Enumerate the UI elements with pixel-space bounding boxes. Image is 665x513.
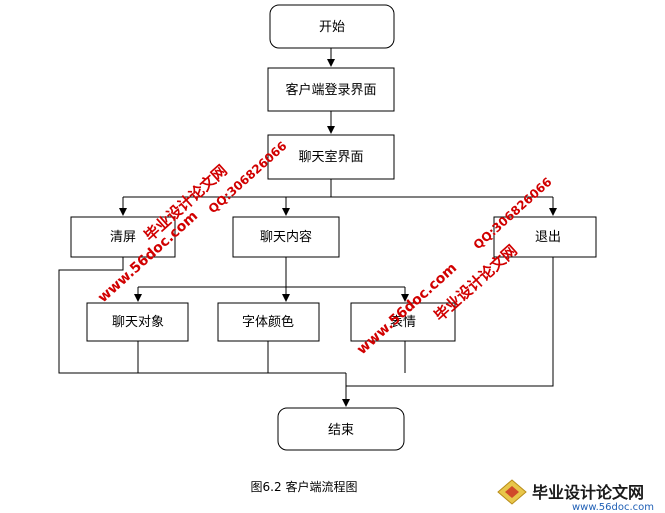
node-exit: 退出 [493, 216, 597, 258]
line-clear-return [58, 257, 346, 374]
node-login-label: 客户端登录界面 [285, 82, 376, 98]
node-chatroom: 聊天室界面 [267, 134, 395, 180]
node-clear-label: 清屏 [110, 230, 136, 245]
node-start: 开始 [269, 4, 395, 49]
node-emoji-label: 表情 [390, 315, 416, 330]
node-content-label: 聊天内容 [260, 229, 312, 245]
node-content: 聊天内容 [232, 216, 340, 258]
node-end-label: 结束 [328, 423, 354, 438]
node-chatroom-label: 聊天室界面 [298, 149, 363, 165]
site-logo: 毕业设计论文网 www.56doc.com [497, 479, 654, 513]
node-login: 客户端登录界面 [267, 67, 395, 112]
node-emoji: 表情 [350, 302, 456, 342]
logo-name: 毕业设计论文网 [532, 483, 644, 502]
connectors [58, 48, 557, 407]
logo-url: www.56doc.com [572, 502, 654, 513]
node-clear: 清屏 [70, 216, 176, 258]
node-start-label: 开始 [319, 20, 345, 35]
logo-emblem-icon [497, 479, 527, 505]
node-font-color: 字体颜色 [217, 302, 320, 342]
node-font-color-label: 字体颜色 [242, 314, 294, 330]
node-exit-label: 退出 [535, 230, 561, 245]
line-exit-return [346, 257, 554, 387]
figure-caption: 图6.2 客户端流程图 [251, 479, 358, 494]
node-target: 聊天对象 [86, 302, 189, 342]
node-target-label: 聊天对象 [112, 315, 164, 330]
node-end: 结束 [277, 407, 405, 451]
